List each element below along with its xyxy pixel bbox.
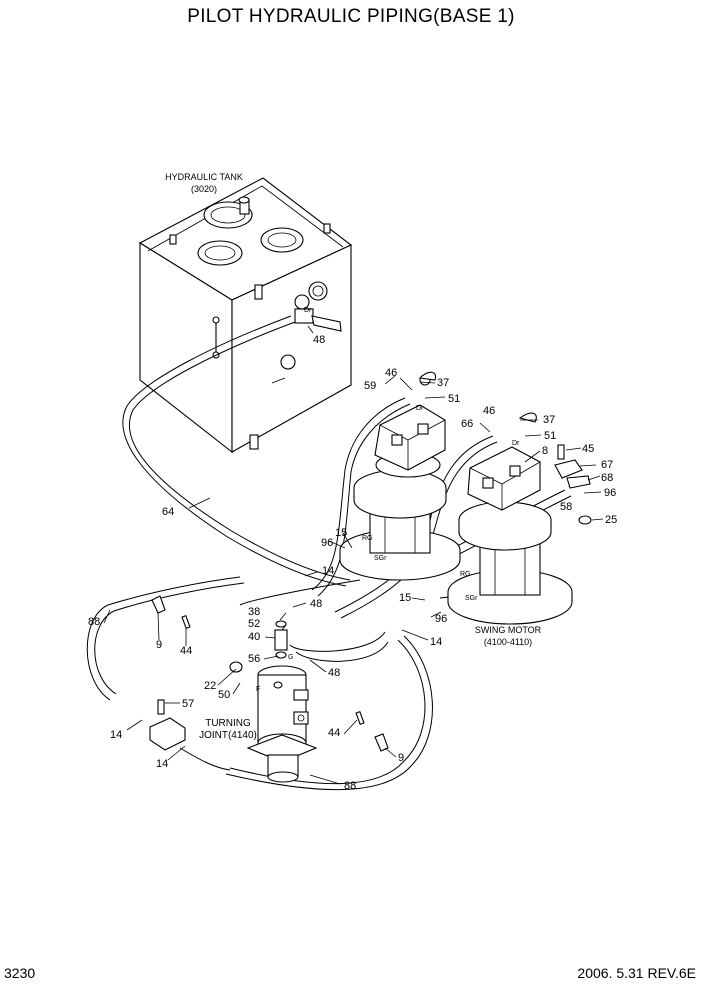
swing-motor-code-label: (4100-4110): [484, 637, 532, 647]
callout-57: 57: [182, 698, 194, 710]
callout-52: 52: [248, 618, 260, 630]
turning-joint: [149, 620, 318, 783]
callout-50: 50: [218, 689, 230, 701]
callout-66: 66: [461, 418, 473, 430]
callout-68: 68: [601, 472, 613, 484]
callout-56: 56: [248, 653, 260, 665]
callout-88: 88: [344, 780, 356, 792]
swing-motor-name-label: SWING MOTOR: [475, 625, 542, 635]
callout-15: 15: [399, 592, 411, 604]
revision-date: 2006. 5.31 REV.6E: [577, 965, 696, 981]
callout-45: 45: [582, 443, 594, 455]
callout-8: 8: [542, 445, 548, 457]
port-label-sgr: SGr: [465, 595, 478, 602]
callout-96: 96: [604, 487, 616, 499]
callout-numbers: 48 46 37 59 51 46 37 66 51 8 45 67 68 96…: [88, 334, 617, 792]
callout-59: 59: [364, 380, 376, 392]
callout-48: 48: [328, 667, 340, 679]
port-label-g: G: [288, 654, 293, 661]
port-label-rg: RG: [362, 535, 373, 542]
tank-name-label: HYDRAULIC TANK: [165, 172, 243, 182]
turning-joint-name-label: TURNING: [205, 718, 251, 729]
swing-motor-left: [339, 371, 461, 581]
callout-48: 48: [310, 598, 322, 610]
port-label-f: F: [256, 686, 260, 693]
callout-46: 46: [385, 367, 397, 379]
callout-14: 14: [110, 729, 122, 741]
callout-9: 9: [398, 752, 404, 764]
callout-44: 44: [328, 727, 340, 739]
page-title: PILOT HYDRAULIC PIPING(BASE 1): [187, 6, 515, 27]
callout-leaders: [103, 325, 604, 785]
port-label-dr: Dr: [512, 440, 520, 447]
port-label-dr: Dr: [416, 405, 424, 412]
page-number: 3230: [4, 965, 36, 981]
callout-38: 38: [248, 606, 260, 618]
callout-46: 46: [483, 405, 495, 417]
port-label-dr: Dr: [304, 307, 312, 314]
callout-25: 25: [605, 514, 617, 526]
port-label-sgr: SGr: [374, 555, 387, 562]
callout-14: 14: [322, 565, 334, 577]
callout-48: 48: [313, 334, 325, 346]
callout-51: 51: [448, 393, 460, 405]
callout-51: 51: [544, 430, 556, 442]
callout-9: 9: [156, 639, 162, 651]
callout-37: 37: [543, 414, 555, 426]
hydraulic-tank: [138, 177, 353, 454]
hose-brackets: [151, 595, 389, 752]
callout-40: 40: [248, 631, 260, 643]
callout-14: 14: [156, 758, 168, 770]
callout-67: 67: [601, 459, 613, 471]
callout-58: 58: [560, 501, 572, 513]
callout-88: 88: [88, 616, 100, 628]
callout-96: 96: [321, 537, 333, 549]
tank-code-label: (3020): [191, 184, 217, 194]
callout-22: 22: [204, 680, 216, 692]
callout-37: 37: [437, 377, 449, 389]
callout-14: 14: [430, 636, 442, 648]
callout-44: 44: [180, 645, 192, 657]
port-label-rg: RG: [460, 571, 471, 578]
callout-15: 15: [335, 527, 347, 539]
callout-64: 64: [162, 506, 174, 518]
callout-96: 96: [435, 613, 447, 625]
turning-joint-code-label: JOINT(4140): [199, 730, 257, 741]
swing-motor-right: [447, 412, 592, 625]
